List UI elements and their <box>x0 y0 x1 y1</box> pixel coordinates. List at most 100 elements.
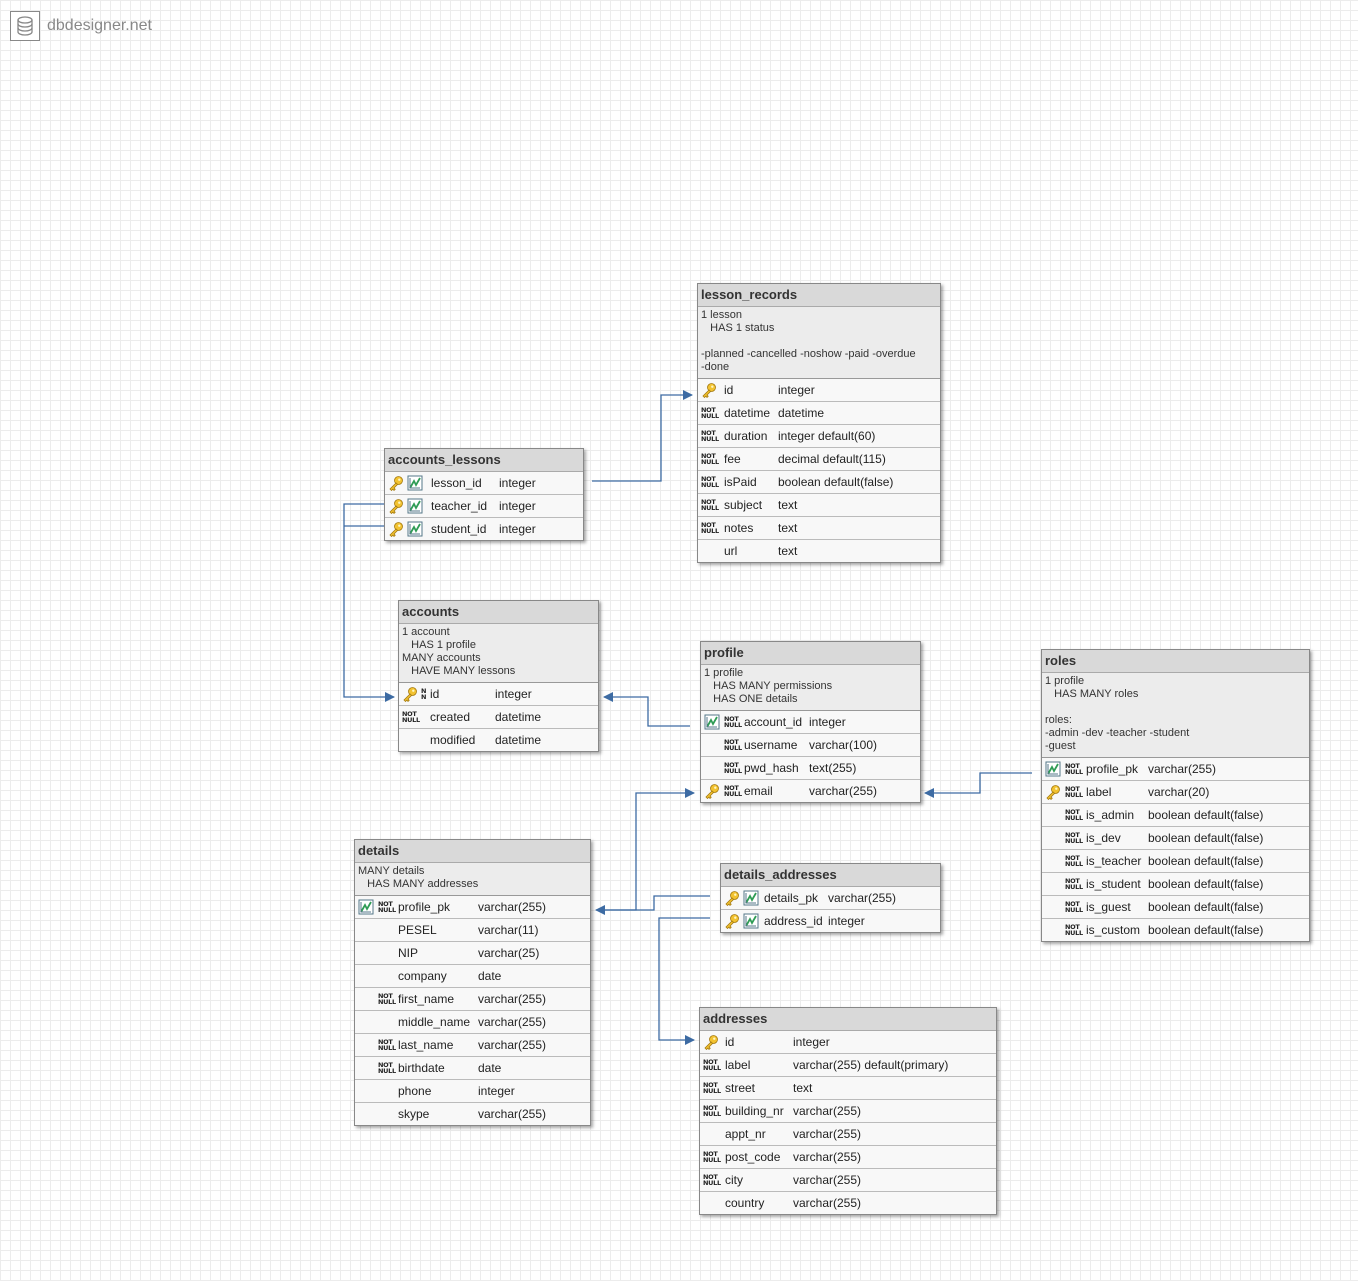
column-type: datetime <box>495 733 542 747</box>
table-name[interactable]: details <box>355 840 590 863</box>
column-name: notes <box>724 521 754 535</box>
column-name: birthdate <box>398 1061 445 1075</box>
primary-key-icon <box>705 784 719 799</box>
column-name: country <box>725 1196 765 1210</box>
foreign-key-icon <box>407 498 423 514</box>
link-lesson-records <box>592 390 693 482</box>
column-name: details_pk <box>764 891 819 905</box>
table-name[interactable]: accounts <box>399 601 598 624</box>
column-type: varchar(255) <box>793 1173 862 1187</box>
column-type: text <box>778 498 798 512</box>
column-name: appt_nr <box>725 1127 766 1141</box>
table-name[interactable]: accounts_lessons <box>385 449 583 472</box>
column-type: datetime <box>495 710 542 724</box>
column-name: id <box>430 687 440 701</box>
column-type: integer default(60) <box>778 429 876 443</box>
column-name: subject <box>724 498 763 512</box>
primary-key-icon <box>702 383 716 398</box>
column-name: is_teacher <box>1086 854 1142 868</box>
column-name: teacher_id <box>431 499 488 513</box>
link-profile-account <box>603 692 690 727</box>
column-name: first_name <box>398 992 455 1006</box>
link-roles-profile <box>924 772 1032 798</box>
brand: dbdesigner.net <box>10 10 152 42</box>
column-type: boolean default(false) <box>1148 854 1264 868</box>
column-type: boolean default(false) <box>1148 877 1264 891</box>
table-name[interactable]: lesson_records <box>698 284 940 307</box>
table-name[interactable]: roles <box>1042 650 1309 673</box>
column-type: varchar(255) <box>478 1038 547 1052</box>
database-icon[interactable] <box>10 11 40 41</box>
column-type: varchar(255) <box>793 1196 862 1210</box>
column-name: is_student <box>1086 877 1141 891</box>
column-name: id <box>725 1035 735 1049</box>
table-name[interactable]: addresses <box>700 1008 996 1031</box>
foreign-key-icon <box>704 714 720 730</box>
table-name[interactable]: details_addresses <box>721 864 940 887</box>
primary-key-icon <box>704 1035 718 1050</box>
link-detailsaddr-addresses <box>658 917 710 1045</box>
table-name[interactable]: profile <box>701 642 920 665</box>
column-row-country[interactable]: country varchar(255) <box>700 1192 996 1214</box>
